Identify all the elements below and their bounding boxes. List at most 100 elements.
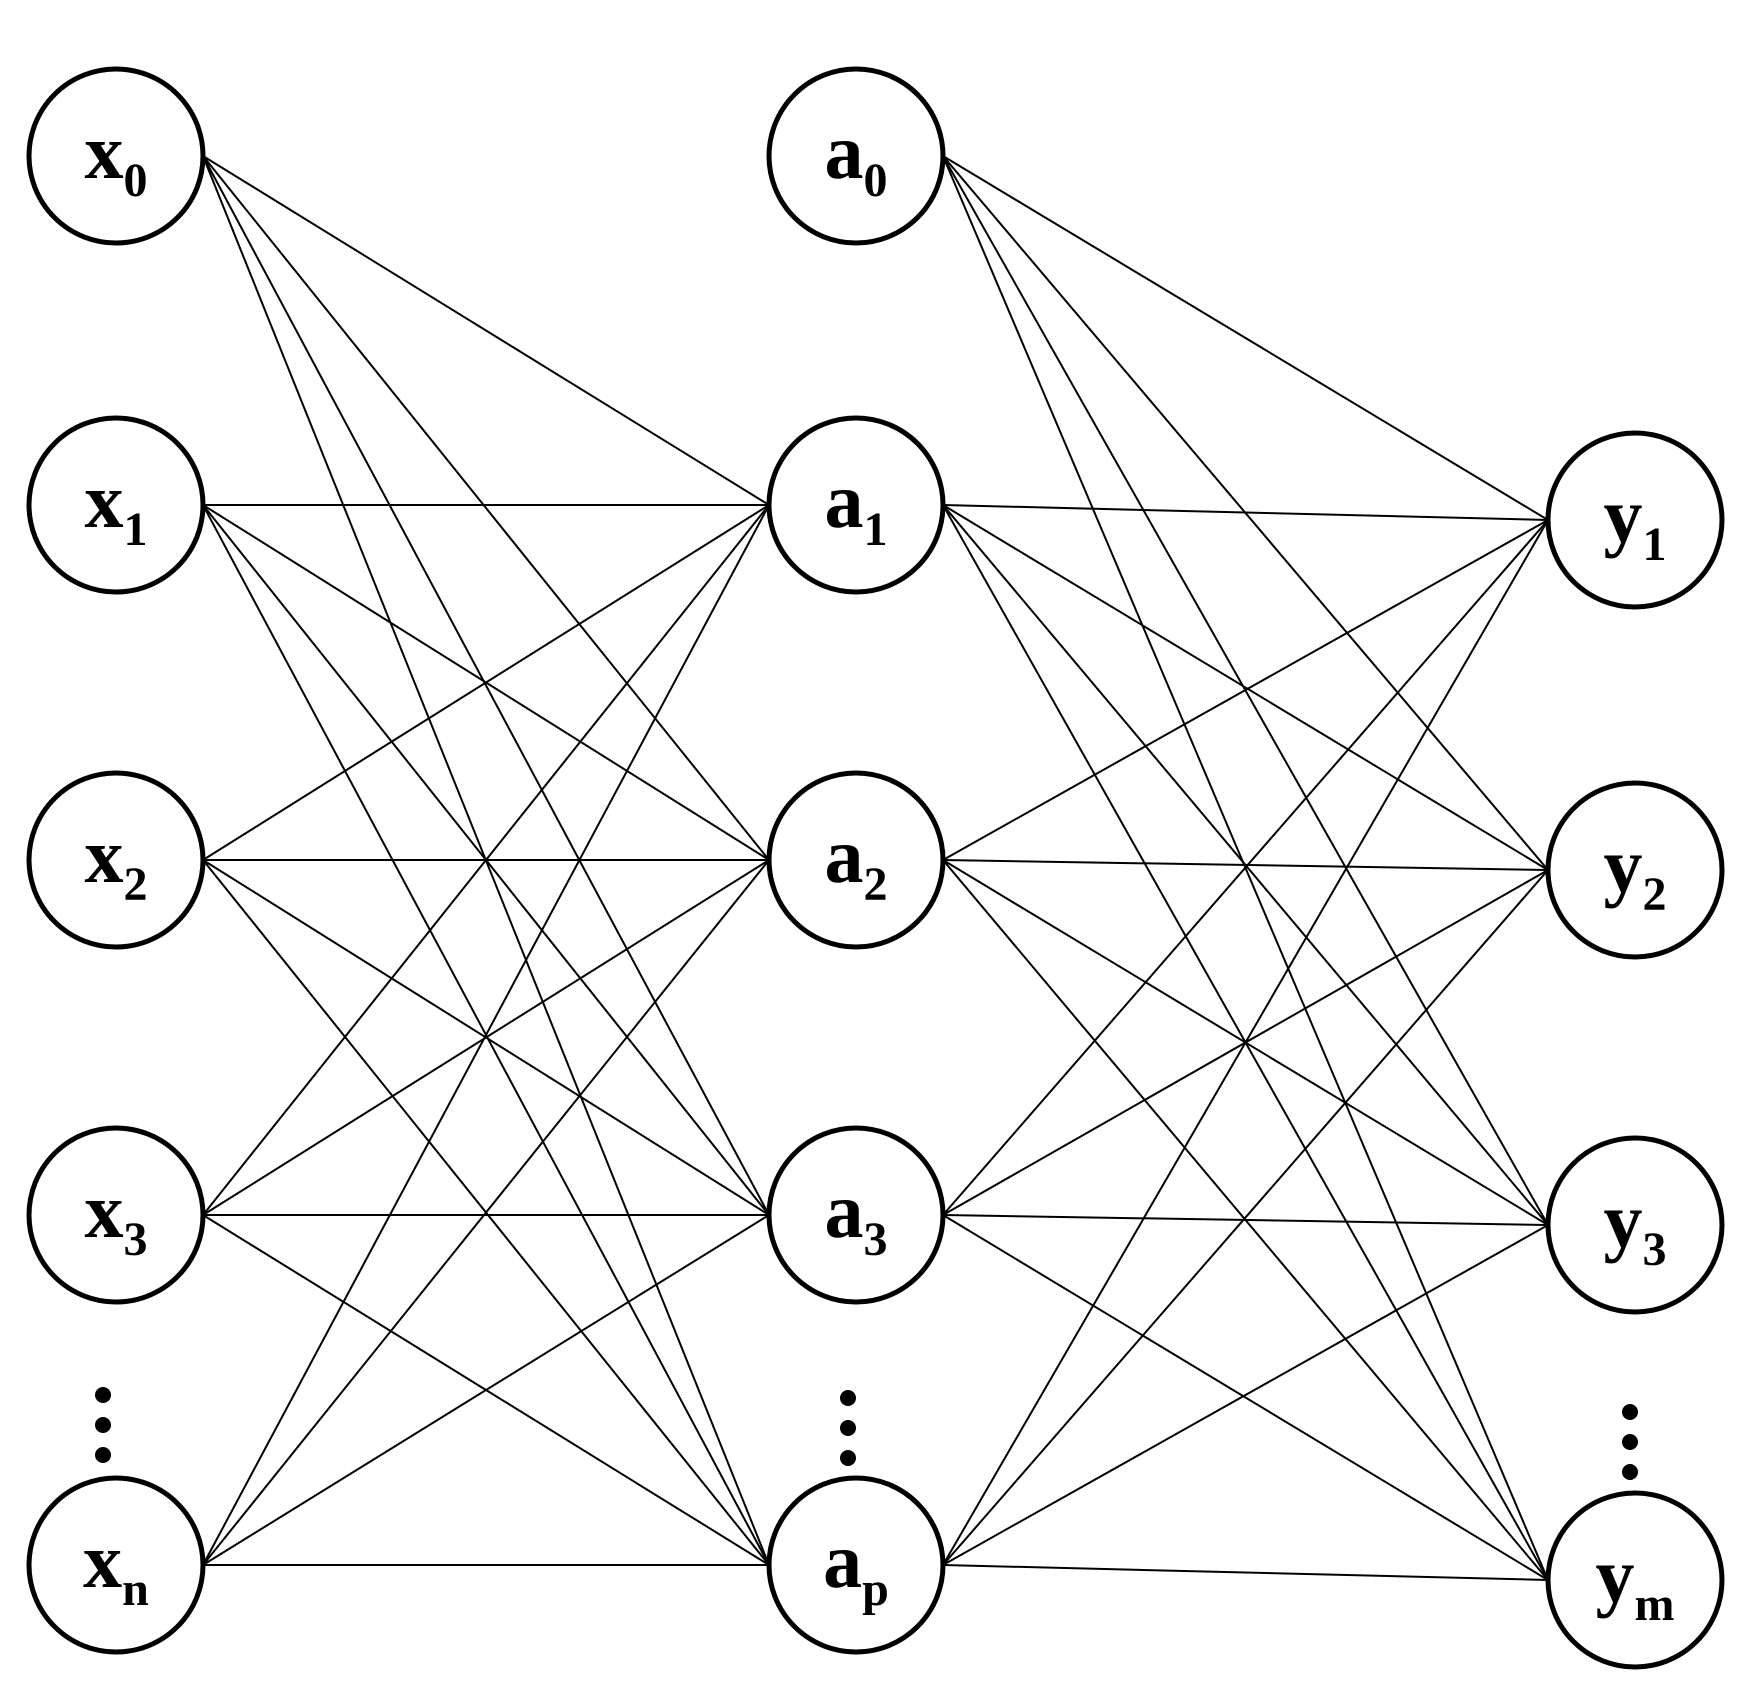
edge-a3-y1: [942, 519, 1549, 1216]
node-ap: ap: [766, 1475, 946, 1655]
ellipsis-hidden: [840, 1390, 856, 1466]
node-label-subscript: 1: [124, 503, 148, 556]
edge-a2-y1: [942, 519, 1549, 861]
node-label-base: x: [83, 1517, 122, 1604]
node-label: a0: [825, 108, 888, 207]
node-circle: [1545, 430, 1725, 610]
node-a2: a2: [766, 770, 946, 950]
node-circle: [26, 770, 206, 950]
node-label-subscript: 3: [124, 1213, 148, 1266]
node-label-subscript: 2: [864, 858, 888, 911]
ellipsis-dot: [840, 1390, 856, 1406]
node-label-base: x: [85, 812, 124, 899]
node-circle: [766, 1475, 946, 1655]
node-a3: a3: [766, 1125, 946, 1305]
node-label-subscript: 1: [864, 503, 888, 556]
edge-x0-a2: [202, 155, 770, 861]
node-y2: y2: [1545, 780, 1725, 960]
node-label-base: a: [823, 1517, 862, 1604]
node-label-base: a: [825, 457, 864, 544]
node-a0: a0: [766, 66, 946, 246]
node-label: y1: [1604, 472, 1667, 571]
node-label: y2: [1604, 822, 1667, 921]
edge-a1-y2: [942, 504, 1549, 871]
node-label-base: a: [825, 1167, 864, 1254]
edge-a0-y1: [942, 155, 1549, 521]
node-label-subscript: n: [122, 1563, 149, 1616]
ellipses: [95, 1387, 1638, 1480]
node-xn: xn: [26, 1475, 206, 1655]
node-label: a2: [825, 812, 888, 911]
edge-xn-a2: [202, 859, 770, 1566]
edge-a2-y2: [942, 859, 1549, 871]
ellipsis-dot: [840, 1420, 856, 1436]
node-label-subscript: 2: [124, 858, 148, 911]
node-label-subscript: 3: [864, 1213, 888, 1266]
edge-x2-a1: [202, 504, 770, 861]
edge-x0-a1: [202, 155, 770, 506]
edge-ap-y1: [942, 519, 1549, 1566]
edge-a1-y1: [942, 504, 1549, 521]
node-circle: [1545, 1135, 1725, 1315]
node-label-base: x: [85, 1167, 124, 1254]
node-label-base: y: [1596, 1532, 1635, 1619]
node-label: y3: [1604, 1177, 1667, 1276]
ellipsis-dot: [95, 1387, 111, 1403]
edge-x3-a1: [202, 504, 770, 1216]
node-label-base: y: [1604, 1177, 1643, 1264]
node-label: x3: [85, 1167, 148, 1266]
edge-xn-a3: [202, 1214, 770, 1566]
node-label-subscript: 1: [1643, 518, 1667, 571]
node-label: x1: [85, 457, 148, 556]
node-x2: x2: [26, 770, 206, 950]
node-y3: y3: [1545, 1135, 1725, 1315]
node-circle: [1545, 780, 1725, 960]
node-circle: [26, 66, 206, 246]
edge-xn-a1: [202, 504, 770, 1566]
edge-x3-a2: [202, 859, 770, 1216]
ellipsis-dot: [95, 1447, 111, 1463]
node-label: ym: [1596, 1532, 1675, 1631]
node-label-base: x: [85, 457, 124, 544]
node-label: a1: [825, 457, 888, 556]
node-label-subscript: 0: [124, 154, 148, 207]
ellipsis-dot: [1622, 1464, 1638, 1480]
ellipsis-dot: [1622, 1404, 1638, 1420]
node-label: x0: [85, 108, 148, 207]
node-label: xn: [83, 1517, 149, 1616]
node-circle: [766, 770, 946, 950]
node-label-base: y: [1604, 472, 1643, 559]
ellipsis-dot: [1622, 1434, 1638, 1450]
edge-ap-y2: [942, 869, 1549, 1566]
node-ym: ym: [1545, 1490, 1725, 1670]
node-label: a3: [825, 1167, 888, 1266]
ellipsis-input: [95, 1387, 111, 1463]
node-x0: x0: [26, 66, 206, 246]
node-label-base: a: [825, 812, 864, 899]
edge-a3-y3: [942, 1214, 1549, 1226]
node-label: ap: [823, 1517, 889, 1616]
node-circle: [1545, 1490, 1725, 1670]
node-y1: y1: [1545, 430, 1725, 610]
node-a1: a1: [766, 415, 946, 595]
node-label-subscript: m: [1635, 1578, 1675, 1631]
edge-x0-a3: [202, 155, 770, 1216]
node-circle: [26, 415, 206, 595]
node-label-base: x: [85, 108, 124, 195]
node-label-subscript: p: [862, 1563, 889, 1616]
node-circle: [26, 1125, 206, 1305]
node-label-subscript: 3: [1643, 1223, 1667, 1276]
ellipsis-output: [1622, 1404, 1638, 1480]
node-circle: [766, 66, 946, 246]
node-circle: [766, 1125, 946, 1305]
node-x1: x1: [26, 415, 206, 595]
node-circle: [766, 415, 946, 595]
node-label-base: y: [1604, 822, 1643, 909]
node-label-subscript: 2: [1643, 868, 1667, 921]
node-x3: x3: [26, 1125, 206, 1305]
edge-ap-y3: [942, 1224, 1549, 1566]
node-circle: [26, 1475, 206, 1655]
edge-a3-ym: [942, 1214, 1549, 1581]
connections: [202, 155, 1549, 1581]
